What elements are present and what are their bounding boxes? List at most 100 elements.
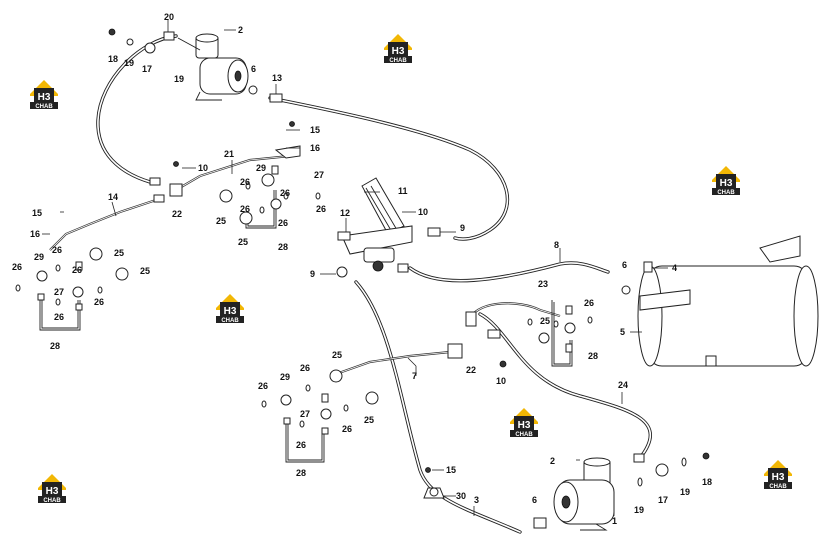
hose-24 (478, 312, 652, 460)
callout-28: 28 (278, 242, 288, 252)
logo-name: CHAB (717, 190, 735, 196)
callout-16: 16 (30, 229, 40, 239)
brand-logo: H3 CHAB (38, 474, 66, 504)
logo-name: CHAB (43, 498, 61, 504)
callout-17: 17 (142, 64, 152, 74)
brand-logo: H3 CHAB (216, 294, 244, 324)
callout-25: 25 (364, 415, 374, 425)
brand-logo: H3 CHAB (764, 460, 792, 490)
callout-7: 7 (412, 371, 417, 381)
callout-26: 26 (316, 204, 326, 214)
logo-name: CHAB (35, 104, 53, 110)
logo-mark: H3 (46, 486, 59, 497)
callout-25: 25 (140, 266, 150, 276)
junction-block-lower (447, 311, 507, 368)
callout-11: 11 (398, 186, 408, 196)
callout-26: 26 (12, 262, 22, 272)
callout-26: 26 (300, 363, 310, 373)
callout-25: 25 (238, 237, 248, 247)
hose-8 (408, 261, 610, 283)
callout-15: 15 (310, 125, 320, 135)
brake-booster-lower (533, 452, 710, 531)
callout-14: 14 (108, 192, 118, 202)
logo-name: CHAB (515, 432, 533, 438)
callout-3: 3 (474, 495, 479, 505)
logo-mark: H3 (38, 92, 51, 103)
logo-mark: H3 (720, 178, 733, 189)
callout-27: 27 (314, 170, 324, 180)
callout-25: 25 (114, 248, 124, 258)
air-tank (621, 235, 819, 367)
line-bracket-28 (39, 190, 573, 463)
logo-name: CHAB (769, 484, 787, 490)
callout-18: 18 (702, 477, 712, 487)
callout-26: 26 (240, 177, 250, 187)
callout-15: 15 (446, 465, 456, 475)
logo-name: CHAB (389, 58, 407, 64)
callout-22: 22 (172, 209, 182, 219)
callout-9: 9 (460, 223, 465, 233)
callout-18: 18 (108, 54, 118, 64)
callout-12: 12 (340, 208, 350, 218)
callout-29: 29 (34, 252, 44, 262)
callout-6: 6 (622, 260, 627, 270)
callout-25: 25 (216, 216, 226, 226)
hose-13 (268, 96, 510, 241)
callout-13: 13 (272, 73, 282, 83)
callout-9: 9 (310, 269, 315, 279)
callout-25: 25 (540, 316, 550, 326)
callout-23: 23 (538, 279, 548, 289)
callout-10: 10 (198, 163, 208, 173)
brand-logo: H3 CHAB (384, 34, 412, 64)
callout-26: 26 (52, 245, 62, 255)
callout-6: 6 (251, 64, 256, 74)
callout-4: 4 (672, 263, 677, 273)
callout-15: 15 (32, 208, 42, 218)
callout-6: 6 (532, 495, 537, 505)
logo-mark: H3 (772, 472, 785, 483)
callout-2: 2 (238, 25, 243, 35)
connector-group-left (15, 247, 129, 311)
pipe-21 (175, 154, 291, 191)
callout-26: 26 (296, 440, 306, 450)
callout-28: 28 (588, 351, 598, 361)
pipe-7 (335, 350, 451, 376)
callout-26: 26 (94, 297, 104, 307)
brand-logo: H3 CHAB (712, 166, 740, 196)
logo-mark: H3 (518, 420, 531, 431)
clamp-30 (423, 467, 445, 499)
callout-19: 19 (124, 58, 134, 68)
callout-26: 26 (240, 204, 250, 214)
logo-mark: H3 (392, 46, 405, 57)
callout-22: 22 (466, 365, 476, 375)
callout-27: 27 (300, 409, 310, 419)
callout-26: 26 (280, 188, 290, 198)
callout-20: 20 (164, 12, 174, 22)
callout-28: 28 (50, 341, 60, 351)
logo-name: CHAB (221, 318, 239, 324)
callout-19: 19 (174, 74, 184, 84)
connector-group-upper-mid (219, 165, 321, 225)
callout-10: 10 (496, 376, 506, 386)
connector-group-right (527, 305, 593, 353)
callout-26: 26 (258, 381, 268, 391)
brand-logo: H3 CHAB (510, 408, 538, 438)
callout-21: 21 (224, 149, 234, 159)
callout-1: 1 (612, 516, 617, 526)
callout-26: 26 (278, 218, 288, 228)
hose-3 (354, 280, 522, 534)
brand-logo: H3 CHAB (30, 80, 58, 110)
callout-26: 26 (342, 424, 352, 434)
callout-25: 25 (332, 350, 342, 360)
callout-26: 26 (584, 298, 594, 308)
callout-5: 5 (620, 327, 625, 337)
brake-pedal-valve (336, 177, 441, 278)
callout-10: 10 (418, 207, 428, 217)
callout-17: 17 (658, 495, 668, 505)
callout-24: 24 (618, 380, 628, 390)
callout-29: 29 (280, 372, 290, 382)
callout-26: 26 (72, 265, 82, 275)
callout-27: 27 (54, 287, 64, 297)
leader-lines (42, 20, 668, 516)
